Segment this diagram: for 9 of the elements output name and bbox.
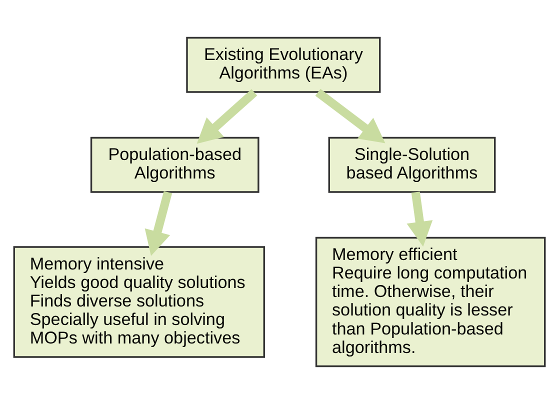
node-box: Population-based Algorithms — [90, 136, 260, 193]
node-box: Memory intensive Yields good quality solutions Finds diverse solutions Specially useful in solving MOPs with many objectives — [13, 246, 265, 358]
node-box: Single-Solution based Algorithms — [328, 136, 496, 193]
node-box: Memory efficient Require long computation time. Otherwise, their solution quality is lesser than Population-based algorithms. — [315, 236, 546, 368]
arrow — [406, 192, 433, 247]
arrow — [144, 191, 172, 256]
arrow — [196, 89, 258, 144]
node-box: Existing Evolutionary Algorithms (EAs) — [186, 36, 381, 93]
arrow — [315, 88, 386, 144]
